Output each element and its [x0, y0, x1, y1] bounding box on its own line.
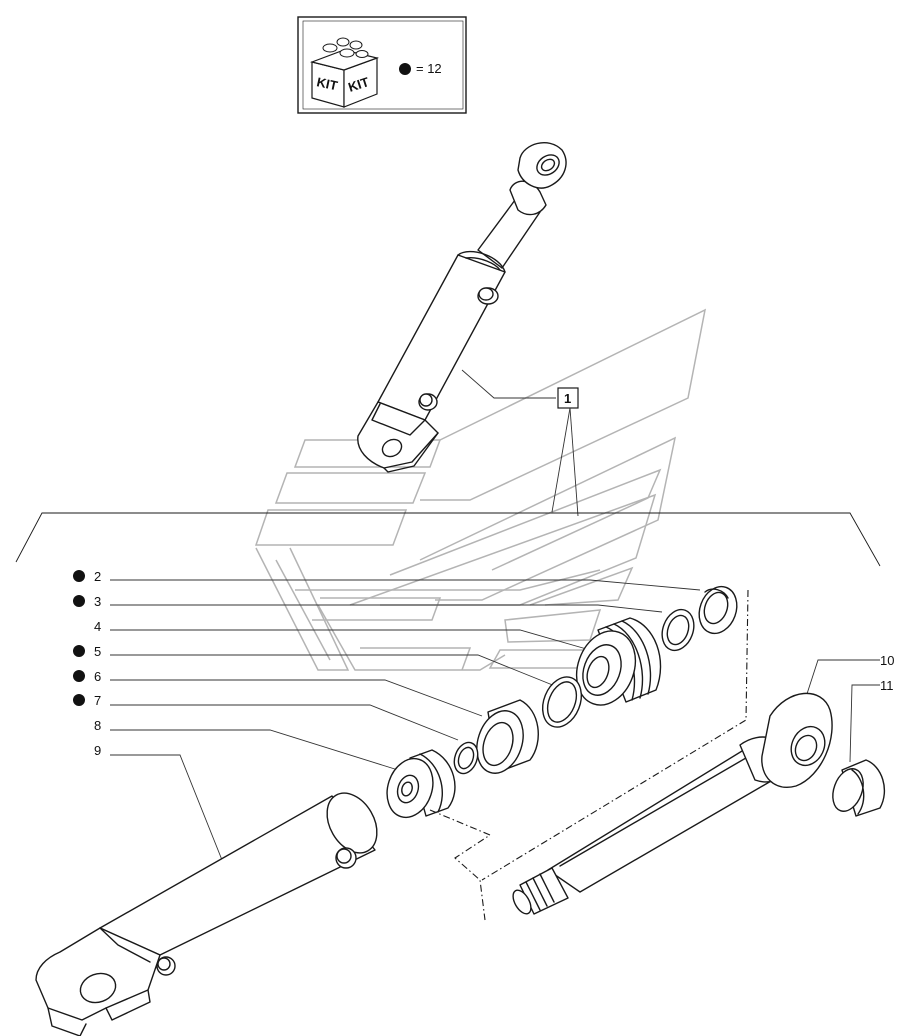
kit-box-icon: KIT KIT [309, 37, 380, 108]
svg-text:9: 9 [94, 743, 101, 758]
part-label-7: 7 [73, 693, 101, 708]
kit-legend-text: = 12 [416, 61, 442, 76]
part-2-wiper [698, 585, 738, 635]
kit-dot-icon [399, 63, 411, 75]
part-11-bush [832, 759, 885, 817]
kit-dot-icon [73, 694, 85, 706]
part-6-bushing [476, 699, 539, 774]
part-7-small-ring [453, 741, 479, 775]
svg-text:6: 6 [94, 669, 101, 684]
part-4-gland [575, 617, 662, 706]
svg-text:10: 10 [880, 653, 894, 668]
leader-lines [110, 579, 880, 861]
part-label-2: 2 [73, 569, 101, 584]
kit-dot-icon [73, 595, 85, 607]
part-9-barrel [35, 792, 378, 1036]
part-label-4: 4 [94, 619, 101, 634]
svg-text:8: 8 [94, 718, 101, 733]
part-5-o-ring [541, 676, 583, 728]
callout-1: 1 [461, 369, 579, 517]
svg-text:7: 7 [94, 693, 101, 708]
assembled-cylinder [357, 141, 567, 473]
callout-1-label: 1 [564, 391, 571, 406]
svg-text:5: 5 [94, 644, 101, 659]
part-label-5: 5 [73, 644, 101, 659]
kit-box-label-right: KIT [346, 74, 371, 95]
part-10-rod [512, 692, 833, 915]
part-label-3: 3 [73, 594, 101, 609]
svg-text:3: 3 [94, 594, 101, 609]
svg-text:2: 2 [94, 569, 101, 584]
part-8-piston [386, 749, 456, 819]
assembly-axis [429, 589, 749, 921]
part-label-9: 9 [94, 743, 101, 758]
kit-legend: KIT KIT = 12 [297, 16, 467, 114]
watermark-logo [254, 308, 707, 671]
part-label-10: 10 [880, 653, 894, 668]
part-label-6: 6 [73, 669, 101, 684]
kit-dot-icon [73, 570, 85, 582]
part-label-8: 8 [94, 718, 101, 733]
part-3-seal-ring [661, 608, 695, 652]
svg-text:4: 4 [94, 619, 101, 634]
exploded-view-bracket [15, 512, 881, 567]
svg-text:11: 11 [880, 678, 894, 693]
part-label-11: 11 [880, 678, 894, 693]
kit-dot-icon [73, 670, 85, 682]
kit-box-label-left: KIT [315, 74, 339, 93]
part-labels: 2 3 4 5 6 7 8 9 10 11 [73, 569, 894, 758]
kit-dot-icon [73, 645, 85, 657]
